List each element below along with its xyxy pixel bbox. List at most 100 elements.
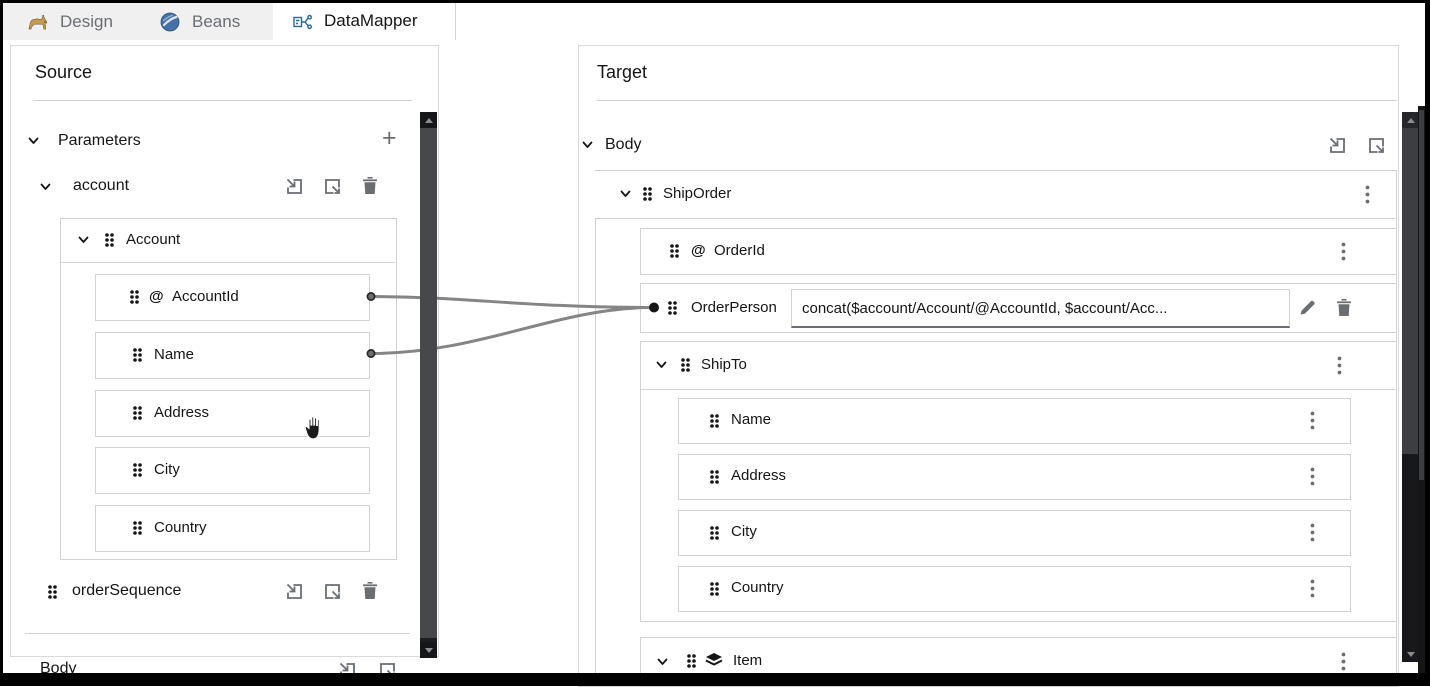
tree-row-shipto[interactable]: ShipTo: [640, 341, 1395, 390]
scroll-up-button[interactable]: [1402, 112, 1419, 128]
drag-handle-icon[interactable]: [709, 469, 720, 485]
window-border-bottom: [0, 673, 1430, 686]
drag-handle-icon[interactable]: [47, 584, 58, 600]
scroll-up-button[interactable]: [420, 112, 437, 128]
tree-row-shipto-address[interactable]: Address: [678, 454, 1351, 500]
drag-handle-icon[interactable]: [132, 462, 143, 478]
pencil-icon[interactable]: [1298, 298, 1317, 317]
tree-label: Name: [154, 346, 195, 363]
drag-handle-icon[interactable]: [642, 186, 653, 202]
tree-label: Address: [154, 404, 210, 421]
tree-row-country[interactable]: Country: [95, 505, 370, 552]
chevron-down-icon[interactable]: [78, 236, 89, 244]
chevron-down-icon[interactable]: [40, 183, 51, 191]
parameter-account-label: account: [73, 177, 130, 194]
drag-handle-icon[interactable]: [686, 653, 697, 669]
drag-handle-icon[interactable]: [129, 289, 140, 305]
trash-icon[interactable]: [1336, 298, 1352, 317]
target-body-label: Body: [605, 136, 642, 153]
detach-schema-icon[interactable]: [1367, 136, 1386, 155]
tab-design-label: Design: [60, 12, 113, 31]
kebab-menu-icon[interactable]: [1310, 523, 1315, 542]
window-border-left: [0, 0, 3, 686]
drag-handle-icon[interactable]: [669, 243, 680, 259]
kebab-menu-icon[interactable]: [1310, 579, 1315, 598]
tree-row-city[interactable]: City: [95, 447, 370, 494]
tree-row-address[interactable]: Address: [95, 390, 370, 437]
kebab-menu-icon[interactable]: [1337, 356, 1342, 375]
trash-icon[interactable]: [362, 176, 378, 195]
scroll-down-button[interactable]: [420, 642, 437, 658]
window-border-top: [0, 0, 1430, 3]
chevron-down-icon[interactable]: [28, 137, 39, 145]
kebab-menu-icon[interactable]: [1310, 411, 1315, 430]
source-panel-title: Source: [35, 62, 93, 82]
tree-row-shipto-country[interactable]: Country: [678, 566, 1351, 612]
tree-label: Name: [731, 411, 772, 428]
drag-handle-icon[interactable]: [680, 357, 691, 373]
chevron-down-icon[interactable]: [656, 361, 667, 369]
tree-label: OrderId: [714, 242, 765, 259]
kebab-menu-icon[interactable]: [1341, 242, 1346, 261]
parameter-row-ordersequence[interactable]: orderSequence: [22, 572, 420, 612]
source-scrollbar[interactable]: [420, 112, 437, 658]
kebab-menu-icon[interactable]: [1310, 467, 1315, 486]
tree-label: Account: [126, 231, 181, 248]
drag-handle-icon[interactable]: [709, 525, 720, 541]
parameter-row-account[interactable]: account: [22, 168, 420, 206]
scrollbar-thumb[interactable]: [1419, 110, 1424, 480]
detach-schema-icon[interactable]: [323, 582, 342, 601]
expression-input[interactable]: concat($account/Account/@AccountId, $acc…: [791, 289, 1290, 328]
tree-label: AccountId: [172, 288, 239, 305]
drag-handle-icon[interactable]: [132, 405, 143, 421]
attach-schema-icon[interactable]: [285, 582, 304, 601]
hand-cursor: [300, 413, 326, 442]
scrollbar-thumb[interactable]: [420, 128, 437, 638]
add-parameter-button[interactable]: +: [382, 124, 397, 152]
trash-icon[interactable]: [362, 581, 378, 600]
tab-datamapper-label: DataMapper: [324, 11, 418, 30]
tree-label: Country: [731, 579, 784, 596]
kebab-menu-icon[interactable]: [1365, 185, 1370, 204]
tree-row-orderid[interactable]: @ OrderId: [640, 228, 1397, 275]
tree-label: OrderPerson: [691, 299, 777, 316]
tree-label: Country: [154, 519, 207, 536]
tab-bar: [3, 3, 273, 40]
target-body-row[interactable]: Body: [578, 125, 1397, 165]
scroll-down-button[interactable]: [1402, 646, 1419, 662]
tree-row-name[interactable]: Name: [95, 332, 370, 379]
collection-icon: [705, 652, 723, 668]
tree-row-shipto-name[interactable]: Name: [678, 398, 1351, 444]
target-panel-title: Target: [597, 62, 648, 82]
drag-handle-icon[interactable]: [132, 520, 143, 536]
page-scrollbar[interactable]: [1418, 106, 1425, 673]
drag-handle-icon[interactable]: [132, 347, 143, 363]
tree-label: ShipTo: [701, 356, 747, 373]
attach-schema-icon[interactable]: [1328, 136, 1347, 155]
tree-row-account-root[interactable]: Account: [60, 218, 395, 263]
drag-handle-icon[interactable]: [709, 581, 720, 597]
tree-row-orderperson[interactable]: OrderPerson concat($account/Account/@Acc…: [640, 283, 1397, 333]
target-scrollbar[interactable]: [1402, 112, 1419, 662]
parameters-row[interactable]: Parameters +: [22, 122, 420, 162]
drag-handle-icon[interactable]: [709, 413, 720, 429]
chevron-down-icon[interactable]: [582, 141, 593, 149]
attach-schema-icon[interactable]: [285, 177, 304, 196]
kebab-menu-icon[interactable]: [1341, 652, 1346, 671]
attribute-symbol: @: [691, 242, 706, 259]
bean-icon: [160, 12, 180, 32]
tree-label: Address: [731, 467, 787, 484]
tree-row-accountid[interactable]: @ AccountId: [95, 274, 370, 321]
chevron-down-icon[interactable]: [620, 190, 631, 198]
tree-label: ShipOrder: [663, 185, 732, 202]
tree-row-shipto-city[interactable]: City: [678, 510, 1351, 556]
tree-row-shiporder[interactable]: ShipOrder: [595, 171, 1395, 219]
tab-datamapper[interactable]: DataMapper: [273, 3, 456, 40]
drag-handle-icon[interactable]: [667, 300, 678, 316]
scrollbar-thumb[interactable]: [1402, 128, 1419, 454]
parameter-ordersequence-label: orderSequence: [72, 582, 182, 599]
detach-schema-icon[interactable]: [323, 177, 342, 196]
drag-handle-icon[interactable]: [104, 232, 115, 248]
chevron-down-icon[interactable]: [657, 658, 668, 666]
attribute-symbol: @: [149, 288, 164, 305]
